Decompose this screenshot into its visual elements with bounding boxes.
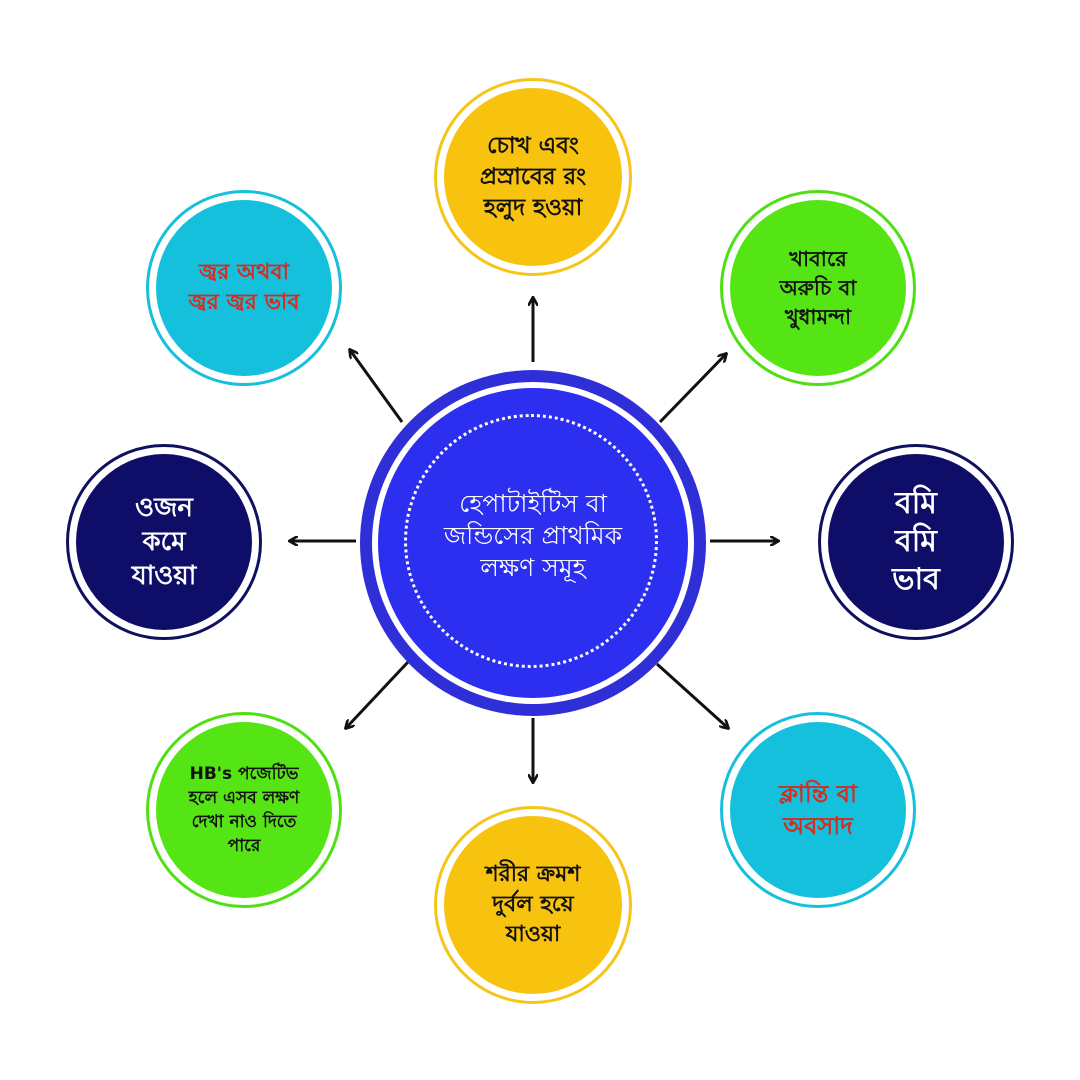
center-circle-fill: হেপাটাইটিস বা জন্ডিসের প্রাথমিক লক্ষণ সম… — [378, 388, 688, 698]
center-circle-ring: হেপাটাইটিস বা জন্ডিসের প্রাথমিক লক্ষণ সম… — [372, 382, 694, 704]
center-dotted-ring — [404, 414, 658, 668]
node-top-left-label: জ্বর অথবা জ্বর জ্বর ভাব — [188, 260, 300, 315]
arrow-down-right — [655, 662, 728, 728]
node-bottom-right-fatigue: ক্লান্তি বা অবসাদ — [720, 712, 916, 908]
node-left-label: ওজন কমে যাওয়া — [131, 493, 197, 591]
node-bottom-left-hbs-note: HB's পজেটিভ হলে এসব লক্ষণ দেখা নাও দিতে … — [146, 712, 342, 908]
node-bottom-weakness: শরীর ক্রমশ দুর্বল হয়ে যাওয়া — [434, 806, 632, 1004]
node-right-label: বমি বমি ভাব — [892, 486, 940, 597]
node-top-right-appetite: খাবারে অরুচি বা খুধামন্দা — [720, 190, 916, 386]
node-top-label: চোখ এবং প্রস্রাবের রং হলুদ হওয়া — [479, 132, 587, 221]
node-top-right-label: খাবারে অরুচি বা খুধামন্দা — [779, 246, 857, 329]
node-bottom-left-label: HB's পজেটিভ হলে এসব লক্ষণ দেখা নাও দিতে … — [188, 764, 300, 856]
center-circle: হেপাটাইটিস বা জন্ডিসের প্রাথমিক লক্ষণ সম… — [360, 370, 706, 716]
node-top-left-fever: জ্বর অথবা জ্বর জ্বর ভাব — [146, 190, 342, 386]
node-bottom-right-label: ক্লান্তি বা অবসাদ — [779, 780, 857, 840]
node-left-weight-loss: ওজন কমে যাওয়া — [66, 444, 262, 640]
node-bottom-label: শরীর ক্রমশ দুর্বল হয়ে যাওয়া — [485, 862, 581, 947]
arrow-up-left — [350, 350, 404, 423]
arrow-up-right — [658, 354, 726, 424]
arrow-down-left — [346, 660, 410, 728]
center-title: হেপাটাইটিস বা জন্ডিসের প্রাথমিক লক্ষণ সম… — [443, 489, 623, 582]
node-top-eyes-urine-yellow: চোখ এবং প্রস্রাবের রং হলুদ হওয়া — [434, 78, 632, 276]
node-right-nausea: বমি বমি ভাব — [818, 444, 1014, 640]
